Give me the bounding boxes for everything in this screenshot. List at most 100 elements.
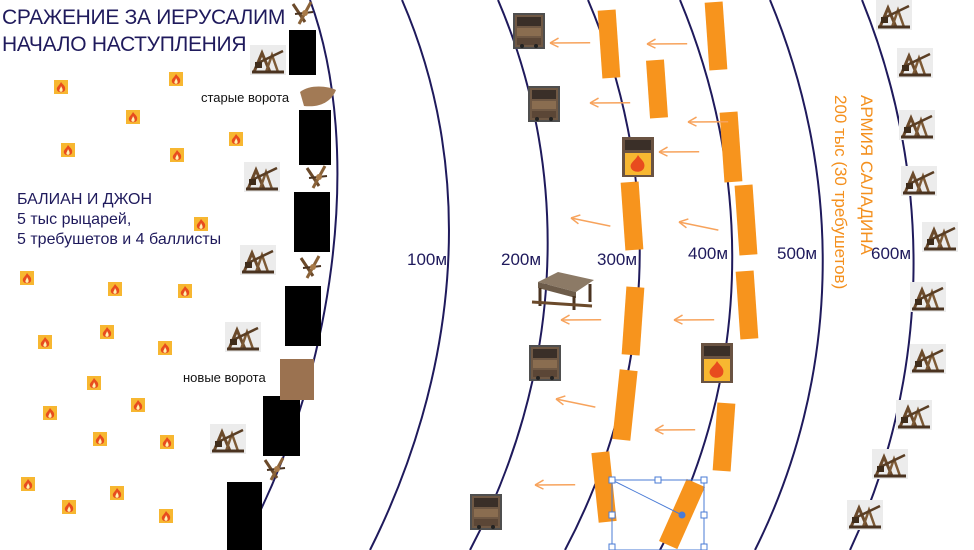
trebuchet-icon: [248, 43, 288, 77]
fire-icon: [21, 477, 35, 491]
trebuchet-icon: [208, 422, 248, 456]
troop-block: [620, 181, 644, 251]
wall-tower: [227, 482, 262, 550]
distance-label-500: 500м: [777, 244, 818, 263]
fire-icon: [54, 80, 68, 94]
wall-tower: [285, 286, 321, 346]
defender-siege: 5 требушетов и 4 баллисты: [17, 231, 222, 248]
fire-tower-icon: [622, 137, 654, 177]
arrow-icon: [548, 34, 592, 49]
fire-icon: [110, 486, 124, 500]
arrow-icon: [554, 394, 597, 409]
saladin-army-name: АРМИЯ САЛАДИНА: [857, 95, 876, 255]
wall-tower: [289, 30, 316, 75]
troop-block: [735, 270, 759, 340]
siege-tower-icon: [513, 13, 545, 49]
trebuchet-icon: [895, 46, 935, 80]
fire-icon: [131, 398, 145, 412]
troop-block: [612, 369, 638, 441]
arrow-icon: [588, 94, 632, 109]
range-arc-400: [659, 0, 734, 550]
arrow-icon: [657, 143, 701, 158]
ballista-icon: [305, 164, 329, 190]
fire-icon: [61, 143, 75, 157]
fire-icon: [43, 406, 57, 420]
fire-icon: [178, 284, 192, 298]
arrow-icon: [645, 35, 689, 50]
troop-block: [591, 451, 617, 523]
ballista-icon: [299, 254, 323, 280]
trebuchet-icon: [845, 498, 885, 532]
diagram-title-line1: СРАЖЕНИЕ ЗА ИЕРУСАЛИМ: [2, 6, 286, 29]
fire-icon: [87, 376, 101, 390]
range-arc-200: [469, 0, 549, 550]
troop-block: [704, 1, 728, 71]
diagram-title-line2: НАЧАЛО НАСТУПЛЕНИЯ: [2, 33, 247, 56]
arrow-icon: [653, 421, 697, 436]
wall-tower: [294, 192, 330, 252]
fire-icon: [229, 132, 243, 146]
troop-block: [734, 184, 758, 256]
saladin-army-forces: 200 тыс (30 требушетов): [831, 95, 850, 290]
trebuchet-icon: [894, 398, 934, 432]
fire-icon: [62, 500, 76, 514]
fire-icon: [93, 432, 107, 446]
ballista-icon: [263, 456, 287, 482]
fire-icon: [160, 435, 174, 449]
trebuchet-icon: [920, 220, 960, 254]
defender-name: БАЛИАН И ДЖОН: [17, 191, 153, 208]
trebuchet-icon: [908, 280, 948, 314]
range-arc-100: [369, 0, 450, 550]
battering-ram-icon: [531, 272, 594, 310]
distance-label-600: 600м: [871, 244, 912, 263]
siege-tower-icon: [529, 345, 561, 381]
fire-tower-icon: [701, 343, 733, 383]
troop-block: [597, 9, 621, 79]
arrow-icon: [672, 311, 716, 326]
new-gate: [280, 359, 314, 400]
arrow-icon: [569, 213, 612, 228]
defender-fire-markers: [20, 72, 243, 523]
troop-block: [712, 402, 736, 472]
troop-block: [621, 286, 645, 356]
trebuchet-icon: [223, 320, 263, 354]
saladin-army-label: АРМИЯ САЛАДИНА 200 тыс (30 требушетов): [822, 95, 878, 325]
distance-label-200: 200м: [501, 250, 542, 269]
fire-icon: [108, 282, 122, 296]
arrow-icon: [533, 476, 577, 491]
old-gate: [300, 86, 336, 107]
trebuchet-icon: [870, 447, 910, 481]
siege-tower-icon: [470, 494, 502, 530]
selection-box[interactable]: [608, 476, 708, 550]
distance-label-300: 300м: [597, 250, 638, 269]
ballista-icon: [291, 0, 315, 26]
fire-icon: [126, 110, 140, 124]
distance-label-100: 100м: [407, 250, 448, 269]
fire-icon: [158, 341, 172, 355]
troop-block: [645, 59, 669, 119]
trebuchet-icon: [242, 160, 282, 194]
saladin-troop-blocks: [591, 1, 759, 550]
range-arc-500: [754, 0, 824, 550]
trebuchet-icon: [899, 164, 939, 198]
trebuchet-icon: [908, 342, 948, 376]
wall-tower: [263, 396, 300, 456]
fire-icon: [169, 72, 183, 86]
old-gate-label: старые ворота: [201, 90, 290, 105]
fire-icon: [100, 325, 114, 339]
trebuchet-icon: [897, 108, 937, 142]
troop-block: [719, 111, 743, 183]
fire-icon: [38, 335, 52, 349]
defender-forces: 5 тыс рыцарей,: [17, 211, 132, 228]
wall-tower: [299, 110, 331, 165]
new-gate-label: новые ворота: [183, 370, 266, 385]
fire-icon: [159, 509, 173, 523]
trebuchet-icon: [238, 243, 278, 277]
arrow-icon: [677, 217, 720, 232]
fire-icon: [194, 217, 208, 231]
siege-tower-icon: [528, 86, 560, 122]
fire-icon: [170, 148, 184, 162]
wall-towers: [227, 30, 331, 550]
